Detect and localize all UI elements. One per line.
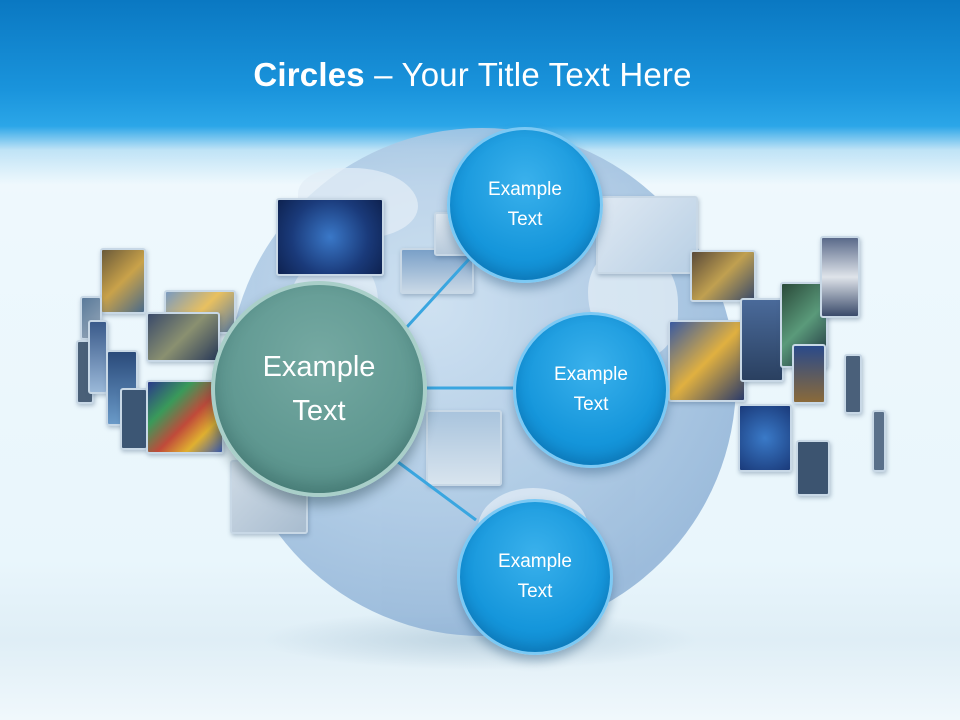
child-circle-label: Example Text	[498, 551, 572, 602]
screen-image	[426, 410, 502, 486]
screen-image	[796, 440, 830, 496]
screen-image	[690, 250, 756, 302]
child-circle-node-top[interactable]: Example Text	[447, 127, 603, 283]
main-circle-label: Example Text	[262, 351, 376, 427]
screen-image	[146, 312, 220, 362]
screen-image	[844, 354, 862, 414]
screen-image	[792, 344, 826, 404]
child-circle-label: Example Text	[554, 364, 628, 415]
slide-title: Circles – Your Title Text Here	[0, 52, 945, 98]
screen-image	[276, 198, 384, 276]
title-rest: – Your Title Text Here	[364, 56, 692, 93]
screen-image	[100, 248, 146, 314]
child-circle-node-bottom[interactable]: Example Text	[457, 499, 613, 655]
title-bold: Circles	[253, 56, 365, 93]
screen-image	[596, 196, 698, 274]
screen-image	[820, 236, 860, 318]
child-circle-node-middle[interactable]: Example Text	[513, 312, 669, 468]
child-circle-label: Example Text	[488, 179, 562, 230]
screen-image	[668, 320, 746, 402]
main-circle-node[interactable]: Example Text	[211, 281, 427, 497]
connector-line-bottom	[397, 460, 477, 522]
screen-image	[872, 410, 886, 472]
screen-image	[738, 404, 792, 472]
